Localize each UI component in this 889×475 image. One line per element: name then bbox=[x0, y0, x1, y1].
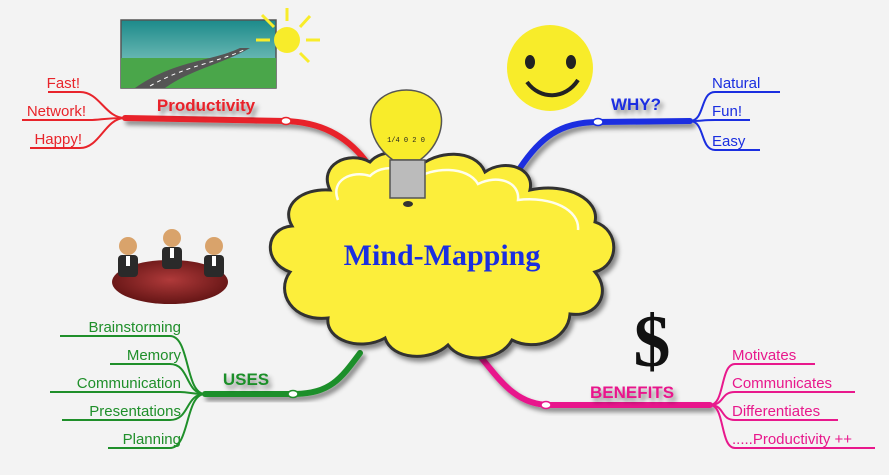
benefits-item: Differentiates bbox=[732, 403, 820, 420]
uses-subbranches bbox=[50, 335, 206, 449]
uses-item: Presentations bbox=[89, 403, 181, 420]
benefits-subbranches bbox=[709, 363, 875, 449]
svg-text:$: $ bbox=[634, 301, 671, 383]
branch-title-productivity: Productivity bbox=[157, 96, 256, 115]
uses-item: Brainstorming bbox=[88, 319, 181, 336]
why-item: Fun! bbox=[712, 103, 742, 120]
productivity-item: Network! bbox=[27, 103, 86, 120]
dollar-icon: $ bbox=[634, 301, 671, 383]
why-subbranches bbox=[689, 91, 780, 151]
uses-item: Planning bbox=[123, 431, 181, 448]
why-item: Natural bbox=[712, 75, 760, 92]
uses-item: Memory bbox=[127, 347, 182, 364]
productivity-item: Happy! bbox=[34, 131, 82, 148]
lightbulb-icon: 1/4 0 2 0 bbox=[369, 89, 443, 207]
branch-title-why: WHY? bbox=[611, 95, 661, 114]
branch-title-benefits: BENEFITS bbox=[590, 383, 674, 402]
uses-item: Communication bbox=[77, 375, 181, 392]
branch-nodes bbox=[280, 116, 604, 410]
benefits-item: .....Productivity ++ bbox=[732, 431, 852, 448]
road-sun-icon bbox=[120, 8, 320, 89]
branch-title-uses: USES bbox=[223, 370, 269, 389]
benefits-item: Communicates bbox=[732, 375, 832, 392]
smiley-icon bbox=[507, 25, 593, 111]
bulb-text: 1/4 0 2 0 bbox=[387, 137, 425, 145]
why-item: Easy bbox=[712, 133, 746, 150]
productivity-item: Fast! bbox=[47, 75, 80, 92]
benefits-item: Motivates bbox=[732, 347, 796, 364]
central-cloud: Mind-Mapping bbox=[268, 151, 616, 360]
productivity-subbranches bbox=[22, 91, 126, 149]
central-topic: Mind-Mapping bbox=[344, 239, 541, 272]
people-table-icon bbox=[112, 229, 228, 304]
